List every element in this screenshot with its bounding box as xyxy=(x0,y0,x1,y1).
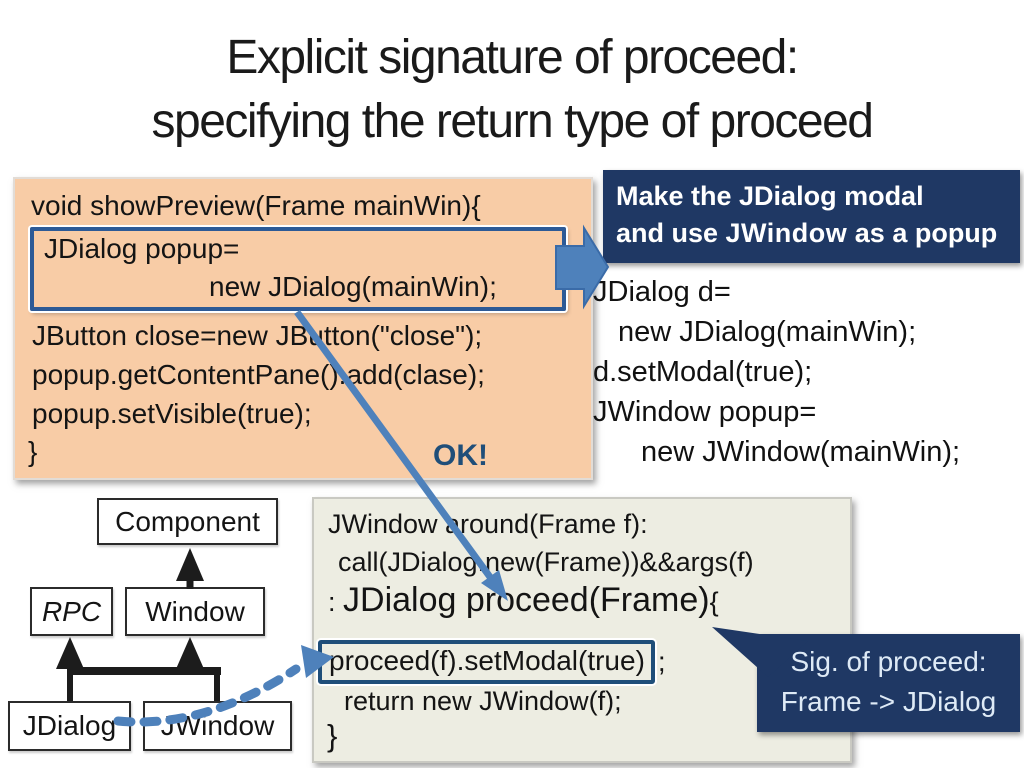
code-line: popup.setVisible(true); xyxy=(32,398,312,429)
proceed-line-main: JDialog proceed(Frame) xyxy=(343,581,710,619)
code-line: d.setModal(true); xyxy=(593,356,813,388)
callout-line2-bold: JWindow xyxy=(725,218,848,248)
code-line: new JDialog(mainWin); xyxy=(618,316,917,348)
sig-callout: Sig. of proceed: Frame -> JDialog xyxy=(757,634,1020,732)
sig-callout-line1: Sig. of proceed: xyxy=(790,646,987,677)
slide-title-line2: specifying the return type of proceed xyxy=(151,95,874,148)
code-line: popup.getContentPane().add(clase); xyxy=(32,359,485,390)
modal-code-block: JDialog d= new JDialog(mainWin); d.setMo… xyxy=(593,276,1024,476)
code-line-proceed-signature: : JDialog proceed(Frame){ xyxy=(328,581,719,620)
callout-line1: Make the JDialog modal xyxy=(616,181,924,211)
class-box-window: Window xyxy=(125,587,265,636)
class-box-component: Component xyxy=(97,498,278,545)
class-box-jwindow: JWindow xyxy=(143,701,292,751)
class-box-rpc: RPC xyxy=(30,587,113,636)
class-box-jdialog: JDialog xyxy=(8,701,131,751)
code-line: new JDialog(mainWin); xyxy=(209,271,497,302)
code-line: } xyxy=(327,718,338,753)
proceed-setmodal-semicolon: ; xyxy=(657,646,666,677)
proceed-line-suffix: { xyxy=(709,587,719,617)
slide-title-line1: Explicit signature of proceed: xyxy=(226,31,799,84)
code-line: return new JWindow(f); xyxy=(344,686,622,716)
callout-line2-prefix: and use xyxy=(616,218,726,248)
slide-title: Explicit signature of proceed: specifyin… xyxy=(0,26,1024,154)
proceed-setmodal-box: proceed(f).setModal(true) xyxy=(318,640,655,684)
proceed-line-prefix: : xyxy=(328,587,344,617)
code-line: void showPreview(Frame mainWin){ xyxy=(31,190,481,221)
sig-callout-line2: Frame -> JDialog xyxy=(780,686,997,717)
highlighted-code-box: JDialog popup= new JDialog(mainWin); xyxy=(30,227,566,311)
modal-callout: Make the JDialog modal and use JWindow a… xyxy=(603,170,1020,263)
code-line: new JWindow(mainWin); xyxy=(641,436,961,468)
code-line: JButton close=new JButton("close"); xyxy=(32,320,483,351)
code-line: call(JDialog.new(Frame))&&args(f) xyxy=(338,547,754,577)
callout-line2: and use JWindow as a popup xyxy=(616,215,1020,252)
code-line: JDialog popup= xyxy=(44,233,240,264)
ok-label: OK! xyxy=(433,439,488,472)
code-line: JDialog d= xyxy=(593,276,731,308)
code-line: } xyxy=(28,436,38,467)
code-line: JWindow around(Frame f): xyxy=(328,509,648,539)
callout-line2-suffix: as a popup xyxy=(847,218,998,248)
code-line: JWindow popup= xyxy=(593,396,817,428)
java-code-box: void showPreview(Frame mainWin){ JDialog… xyxy=(13,177,593,480)
proceed-setmodal-row: proceed(f).setModal(true) ; xyxy=(318,640,666,684)
